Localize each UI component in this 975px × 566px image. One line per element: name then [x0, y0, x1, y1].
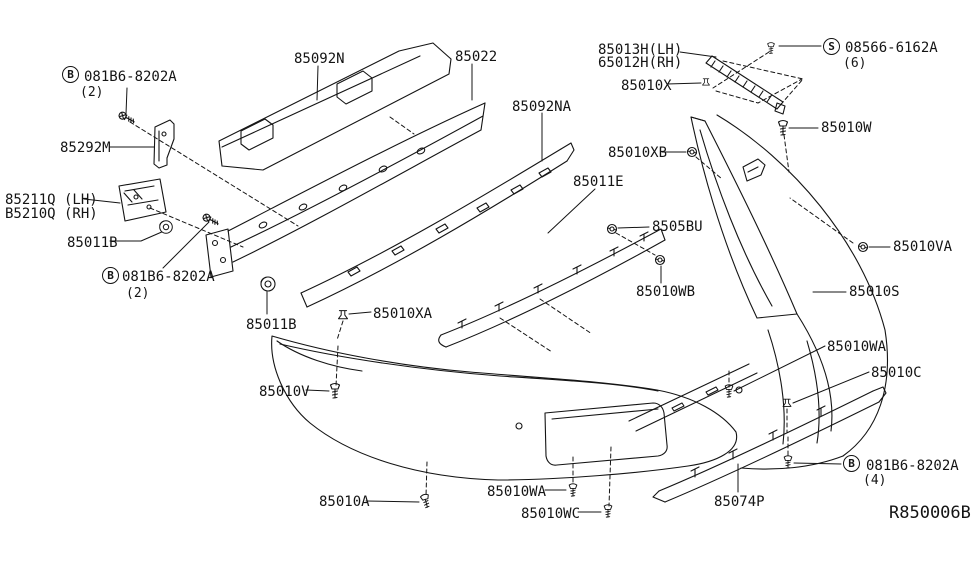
assembly-dashed-lines — [129, 51, 854, 507]
clip-85010X — [702, 78, 710, 86]
part-label-85011e[interactable]: 85011E — [573, 174, 624, 190]
qty-label-17: (6) — [843, 56, 867, 71]
part-label-85211qlh[interactable]: 85211Q (LH) — [5, 192, 98, 208]
part-label-65012hrh[interactable]: 65012H(RH) — [598, 55, 683, 71]
callout-circle-b-7: B — [102, 267, 119, 284]
bolt-85010A — [419, 493, 432, 509]
part-label-85092na[interactable]: 85092NA — [512, 99, 572, 115]
part-label-85010v[interactable]: 85010V — [259, 384, 310, 400]
part-label-8505bu[interactable]: 8505BU — [652, 219, 703, 235]
nut-85010VA — [857, 241, 869, 253]
bolt-85010WA-bottom — [568, 483, 578, 497]
part-reinforcement-bar-85022 — [205, 102, 486, 278]
part-bracket-85292M — [153, 119, 175, 169]
grommet-85011B-upper — [159, 220, 173, 234]
part-label-85011b[interactable]: 85011B — [67, 235, 118, 251]
part-label-85010wa[interactable]: 85010WA — [487, 484, 547, 500]
leader-lines — [83, 45, 891, 513]
callout-circle-b-0: B — [62, 66, 79, 83]
callout-circle-b-31: B — [843, 455, 860, 472]
part-bracket-85013H — [705, 55, 786, 115]
part-label-85010wa[interactable]: 85010WA — [827, 339, 887, 355]
part-energy-absorber-85092N — [218, 42, 452, 171]
part-bracket-85211Q — [118, 178, 167, 222]
part-label-b5210qrh[interactable]: B5210Q (RH) — [5, 206, 98, 222]
part-label-85010xa[interactable]: 85010XA — [373, 306, 433, 322]
grommet-85011B-lower — [260, 276, 276, 292]
part-bumper-fascia-85010S — [271, 335, 738, 481]
part-label-85022[interactable]: 85022 — [455, 49, 498, 65]
part-label-85010x[interactable]: 85010X — [621, 78, 672, 94]
part-label-85074p[interactable]: 85074P — [714, 494, 765, 510]
qty-label-2: (2) — [80, 85, 104, 100]
part-label-85013hlh[interactable]: 85013H(LH) — [598, 42, 683, 58]
part-label-085666162a[interactable]: 08566-6162A — [845, 40, 938, 56]
bolt-85010W — [777, 119, 789, 136]
clip-85010C — [782, 398, 792, 407]
part-step-finisher-85011E — [438, 228, 666, 348]
part-label-081b68202a[interactable]: 081B6-8202A — [122, 269, 215, 285]
part-lower-reinforcement-85092NA — [300, 142, 575, 308]
part-label-85010s[interactable]: 85010S — [849, 284, 900, 300]
part-label-081b68202a[interactable]: 081B6-8202A — [84, 69, 177, 85]
part-label-85010wc[interactable]: 85010WC — [521, 506, 581, 522]
part-side-bracket-and-fascia-corner — [690, 114, 888, 470]
part-label-85292m[interactable]: 85292M — [60, 140, 111, 156]
part-label-85010c[interactable]: 85010C — [871, 365, 922, 381]
clip-85010WB — [654, 254, 666, 266]
clip-85010XB — [686, 146, 698, 158]
clip-8505BU — [606, 223, 618, 235]
part-label-85011b[interactable]: 85011B — [246, 317, 297, 333]
part-label-85010w[interactable]: 85010W — [821, 120, 872, 136]
diagram-ref: R850006B — [889, 503, 971, 523]
part-label-85010wb[interactable]: 85010WB — [636, 284, 696, 300]
callout-circle-s-15: S — [823, 38, 840, 55]
part-lower-finisher-85074P — [628, 363, 887, 503]
bolt-081B6-right — [783, 455, 793, 469]
bolt-85010V — [329, 382, 341, 399]
qty-label-33: (4) — [863, 473, 887, 488]
part-label-85010xb[interactable]: 85010XB — [608, 145, 668, 161]
qty-label-9: (2) — [126, 286, 150, 301]
part-label-85010va[interactable]: 85010VA — [893, 239, 953, 255]
clip-85010XA — [338, 310, 348, 320]
bolt-081B6-left — [201, 212, 221, 228]
fasteners — [117, 42, 869, 518]
part-label-85010a[interactable]: 85010A — [319, 494, 370, 510]
bolt-081B6-top — [117, 110, 137, 126]
part-label-85092n[interactable]: 85092N — [294, 51, 345, 67]
part-label-081b68202a[interactable]: 081B6-8202A — [866, 458, 959, 474]
bolt-85010WC — [603, 504, 613, 518]
